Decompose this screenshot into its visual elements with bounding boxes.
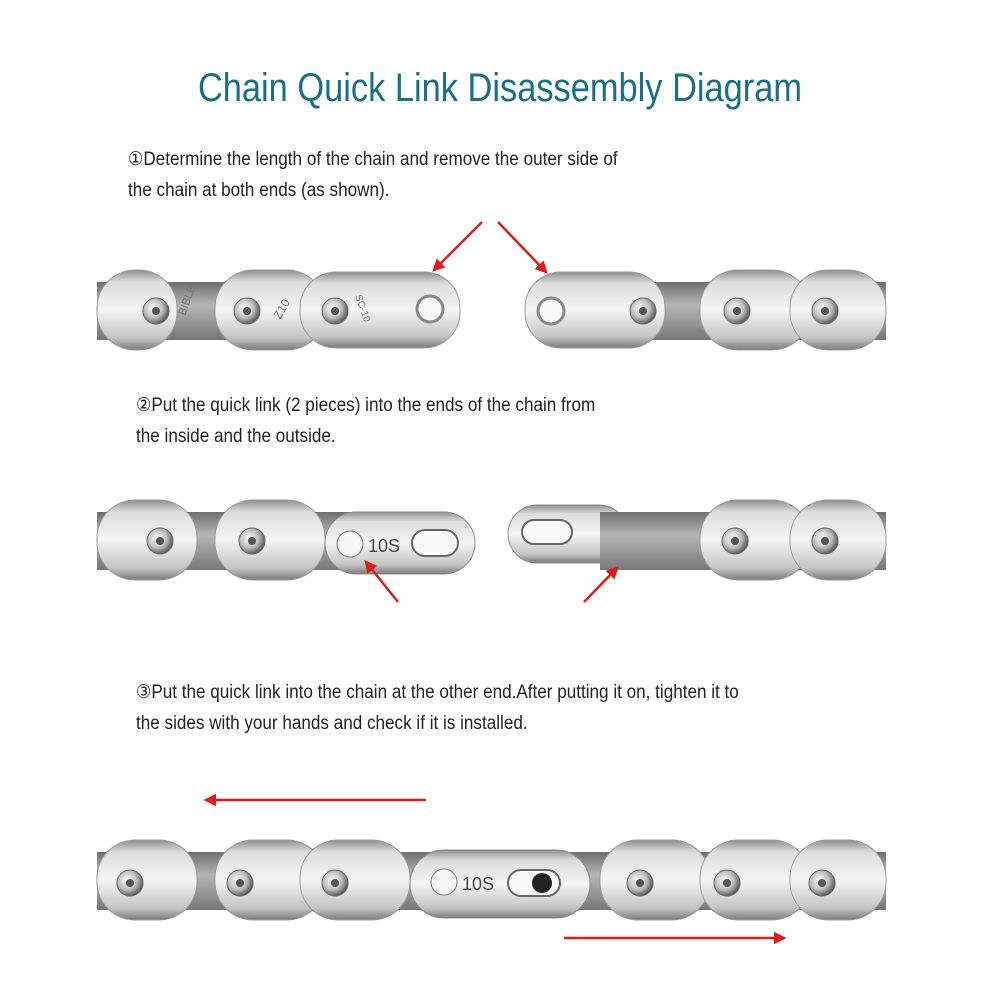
step-2-line-1: ②Put the quick link (2 pieces) into the … <box>136 395 596 416</box>
step-1-line-2: the chain at both ends (as shown). <box>128 180 390 201</box>
step-3-line-1: ③Put the quick link into the chain at th… <box>136 682 739 703</box>
step-1-line-1: ①Determine the length of the chain and r… <box>128 149 618 170</box>
step-3-text: ③Put the quick link into the chain at th… <box>136 677 739 739</box>
arrow-row-1-right <box>497 221 548 274</box>
row-3-assembled-chain <box>96 839 887 921</box>
arrow-row-2-left <box>364 560 399 603</box>
row-2-left-chain <box>96 499 397 581</box>
arrow-row-1-left <box>432 221 483 272</box>
page-title: Chain Quick Link Disassembly Diagram <box>197 66 803 110</box>
step-2-line-2: the inside and the outside. <box>136 426 336 447</box>
step-1-text: ①Determine the length of the chain and r… <box>128 144 618 206</box>
step-2-text: ②Put the quick link (2 pieces) into the … <box>136 390 595 452</box>
row-1-left-chain: BIBLE Z10 SC-10 <box>96 269 461 351</box>
arrow-row-2-right <box>583 566 619 603</box>
row-3-quick-link: 10S <box>409 849 591 919</box>
row-1-right-chain <box>524 269 887 351</box>
quick-link-outer-piece: 10S <box>324 511 476 575</box>
quick-link-label: 10S <box>368 536 400 556</box>
quick-link-label-assembled: 10S <box>462 874 494 894</box>
row-2-right-chain <box>600 499 887 581</box>
step-3-line-2: the sides with your hands and check if i… <box>136 713 528 734</box>
